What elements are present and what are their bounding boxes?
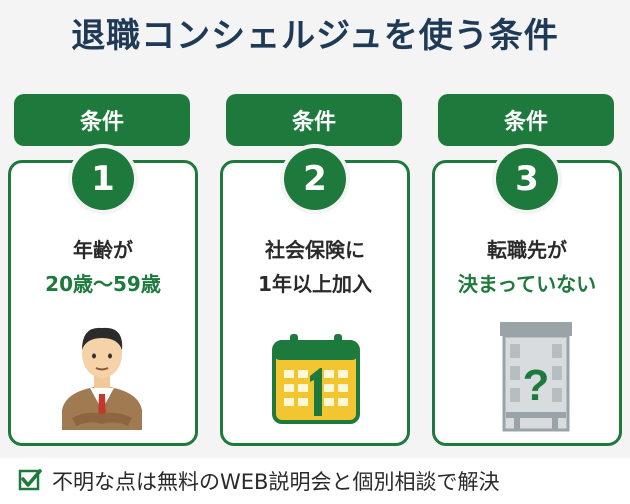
condition-highlight-1: 20歳〜59歳 (45, 272, 161, 296)
calendar-icon (272, 332, 360, 428)
condition-text-2: 社会保険に (265, 238, 365, 262)
checkbox-checked-icon (18, 467, 42, 491)
condition-text-3: 転職先が (487, 238, 567, 262)
condition-highlight-3: 決まっていない (457, 272, 597, 296)
businessman-icon (58, 318, 146, 434)
footer-bar (0, 458, 630, 504)
condition-highlight-2: 1年以上加入 (258, 272, 372, 296)
condition-number-2: 2 (284, 148, 346, 210)
building-question-icon: ? (498, 320, 574, 436)
condition-tab-2: 条件 (226, 94, 402, 146)
condition-text-1: 年齢が (73, 238, 133, 262)
condition-number-3: 3 (496, 148, 558, 210)
condition-tab-3: 条件 (438, 94, 614, 146)
svg-text:?: ? (523, 361, 550, 410)
page-title: 退職コンシェルジュを使う条件 (71, 16, 559, 56)
condition-number-1: 1 (72, 148, 134, 210)
condition-tab-1: 条件 (14, 94, 190, 146)
footer-text: 不明な点は無料のWEB説明会と個別相談で解決 (52, 470, 500, 494)
